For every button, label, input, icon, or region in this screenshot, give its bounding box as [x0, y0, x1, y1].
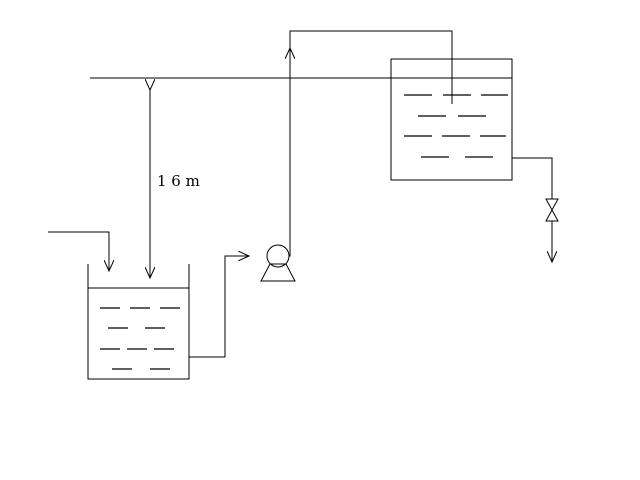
upper-tank-liquid [404, 94, 508, 158]
lower-tank-liquid [100, 307, 180, 370]
lower-tank [87, 264, 190, 380]
upper-tank [390, 58, 513, 181]
outlet-pipe [512, 157, 553, 199]
inlet-pipe [48, 231, 109, 271]
valve-icon [545, 198, 559, 222]
discharge-pipe [289, 30, 453, 257]
suction-pipe [189, 256, 249, 358]
height-label: 1 6 m [157, 172, 200, 190]
